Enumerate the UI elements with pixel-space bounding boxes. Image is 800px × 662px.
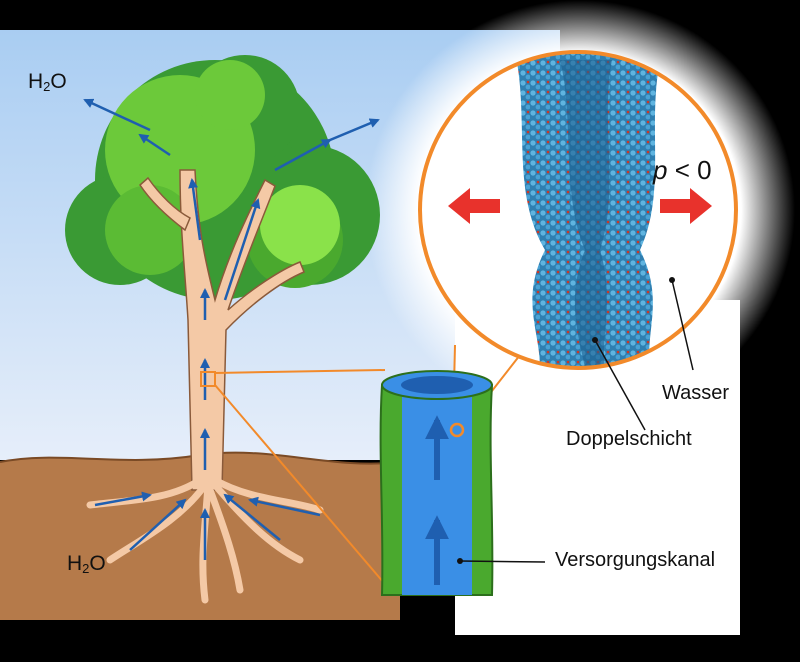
wasser-pointer-dot [669, 277, 675, 283]
soil [0, 452, 400, 620]
trunk-zoom-box [200, 371, 216, 387]
magnifier-ring [418, 50, 738, 370]
doppelschicht-pointer-dot [592, 337, 598, 343]
flow-arrows [83, 98, 380, 560]
arrow-right-icon [660, 188, 712, 224]
pressure-label: p < 0 [653, 155, 712, 185]
tree-trunk [139, 169, 305, 491]
h2o-label-top: H2O [28, 70, 67, 94]
label-pointers [459, 279, 694, 563]
versorgungskanal-label: Versorgungskanal [555, 549, 716, 571]
doppelschicht-label: Doppelschicht [566, 428, 692, 450]
h2o-label-bottom: H2O [67, 552, 106, 576]
arrow-left-icon [448, 188, 500, 224]
bilayer [515, 52, 662, 368]
wasser-label: Wasser [662, 382, 730, 404]
kanal-pointer-dot [457, 558, 463, 564]
